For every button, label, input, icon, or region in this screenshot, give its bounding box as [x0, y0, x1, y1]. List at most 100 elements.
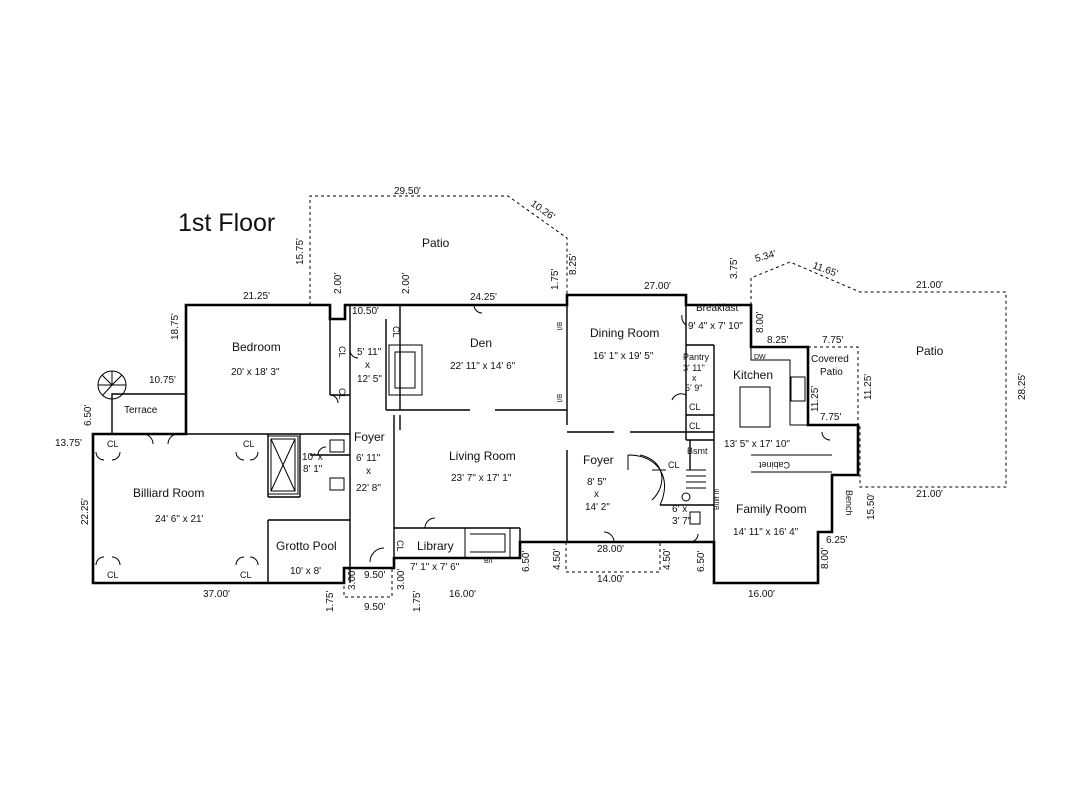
foyer-left-size-2: x — [366, 466, 371, 477]
closet-foyer-size-3: 12' 5" — [357, 374, 382, 385]
dim-billiard-w: 37.00' — [203, 589, 230, 600]
foyer-left-size-3: 22' 8" — [356, 483, 381, 494]
patio-top-label: Patio — [422, 236, 450, 250]
dim-bedroom-w: 21.25' — [243, 291, 270, 302]
sink-right — [681, 492, 691, 502]
closet-label-rotated: CL — [337, 388, 347, 400]
closet-label: CL — [689, 402, 701, 412]
den-size: 22' 11" x 14' 6" — [450, 361, 516, 372]
foyer-right-size-2: x — [594, 489, 599, 500]
dim-bedroom-h: 18.75' — [170, 313, 181, 340]
dim-cov-patio-w: 7.75' — [822, 335, 843, 346]
dim-cov-patio-h: 11.25' — [863, 374, 874, 400]
dim-patio-r-diag2: 11.65' — [811, 260, 839, 279]
closet-foyer-size-1: 5' 11" — [357, 347, 382, 358]
dim-kitchen-h: 11.25' — [810, 386, 821, 412]
bath-left-size-2: 8' 1" — [303, 464, 323, 475]
dim-family-w: 16.00' — [748, 589, 775, 600]
dim-library-w: 16.00' — [449, 589, 476, 600]
foyer-right-label: Foyer — [583, 453, 614, 467]
closet-label-rotated: CL — [337, 346, 347, 358]
dim-billiard-jog: 13.75' — [55, 438, 82, 449]
dim-jog-a: 2.00' — [333, 273, 344, 294]
built-in-label: B/I — [484, 558, 493, 565]
dim-patio-diag: 10.26' — [528, 198, 556, 223]
dim-patio-r-bottom: 21.00' — [916, 489, 943, 500]
pantry-size-2: x — [692, 373, 697, 383]
kitchen-label: Kitchen — [733, 368, 773, 382]
dim-grotto-h1: 3.00' — [347, 569, 358, 590]
den-label: Den — [470, 336, 492, 350]
sink-left — [329, 439, 345, 453]
fireplace-den — [388, 344, 423, 396]
pantry-label: Pantry — [683, 352, 710, 362]
closet-label-rotated: CL — [391, 326, 401, 338]
dim-patio-r-diag1: 5.34' — [754, 249, 778, 265]
dim-patio-left-h: 15.75' — [295, 238, 306, 265]
terrace-label: Terrace — [124, 405, 158, 416]
door-swings — [95, 304, 831, 566]
floor-title: 1st Floor — [178, 209, 275, 237]
bath-right-size-1: 6' x — [672, 504, 687, 515]
dining-label: Dining Room — [590, 326, 659, 340]
cabinet-label: Cabinet — [758, 460, 790, 470]
dim-family-jog: 6.50' — [696, 551, 707, 572]
closet-label: CL — [668, 460, 680, 470]
living-size: 23' 7" x 17' 1" — [451, 473, 512, 484]
grotto-label: Grotto Pool — [276, 539, 337, 553]
closet-label: CL — [243, 439, 255, 449]
billiard-size: 24' 6" x 21' — [155, 514, 204, 525]
living-label: Living Room — [449, 449, 516, 463]
spiral-stair-steps — [98, 371, 126, 396]
breakfast-label: Breakfast — [696, 303, 738, 314]
closet-label: CL — [107, 439, 119, 449]
kitchen-size: 13' 5" x 17' 10" — [724, 439, 790, 450]
dim-breakfast-jog: 3.75' — [729, 258, 740, 279]
dim-family-h: 15.50' — [866, 493, 877, 520]
family-size: 14' 11" x 16' 4" — [733, 527, 799, 538]
dim-terrace-h: 6.50' — [83, 405, 94, 426]
interior-walls — [185, 295, 715, 583]
pantry-size-3: 5' 9" — [685, 383, 702, 393]
dim-dining-w: 27.00' — [644, 281, 671, 292]
dim-patio-top-w: 29.50' — [394, 186, 421, 197]
built-in-label: B/I — [555, 322, 562, 331]
kitchen-island — [739, 386, 771, 428]
built-in-label: B/I — [555, 394, 562, 403]
closet-label: CL — [689, 421, 701, 431]
dim-porch-w: 14.00' — [597, 574, 624, 585]
breakfast-size: 9' 4" x 7' 10" — [688, 321, 743, 332]
toilet-right — [689, 511, 701, 525]
closet-label: CL — [240, 570, 252, 580]
billiard-label: Billiard Room — [133, 486, 204, 500]
dim-grotto-w2: 9.50' — [364, 602, 385, 613]
foyer-right-size-3: 14' 2" — [585, 502, 610, 513]
closet-label-rotated: CL — [395, 540, 405, 552]
dim-grotto-jog1: 1.75' — [325, 591, 336, 612]
stove — [790, 376, 806, 402]
grotto-size: 10' x 8' — [290, 566, 321, 577]
built-in-wall-label: Built In — [714, 488, 721, 510]
pantry-size-1: 3' 11" — [683, 363, 705, 373]
foyer-left-label: Foyer — [354, 430, 385, 444]
library-label: Library — [417, 539, 454, 553]
bedroom-size: 20' x 18' 3" — [231, 367, 280, 378]
exterior-wall — [91, 293, 860, 585]
dim-grotto-h2: 3.00' — [396, 569, 407, 590]
covered-patio-label-1: Covered — [811, 354, 849, 365]
library-size: 7' 1" x 7' 6" — [410, 562, 460, 573]
dim-closet-w: 10.50' — [352, 306, 379, 317]
dim-jog-b: 2.00' — [401, 273, 412, 294]
bath-right-size-2: 3' 7" — [672, 516, 692, 527]
dim-breakfast-h: 8.00' — [755, 312, 766, 333]
family-label: Family Room — [736, 502, 807, 516]
terrace-rail — [111, 393, 186, 434]
covered-patio-outline — [808, 346, 859, 425]
dim-breakfast-w: 8.25' — [767, 335, 788, 346]
dim-foyer-jog-l: 4.50' — [552, 549, 563, 570]
kitchen-counters — [750, 347, 832, 473]
dim-den-w: 24.25' — [470, 292, 497, 303]
dim-patio-right-h: 8.25' — [568, 254, 579, 275]
patio-right-label: Patio — [916, 344, 944, 358]
